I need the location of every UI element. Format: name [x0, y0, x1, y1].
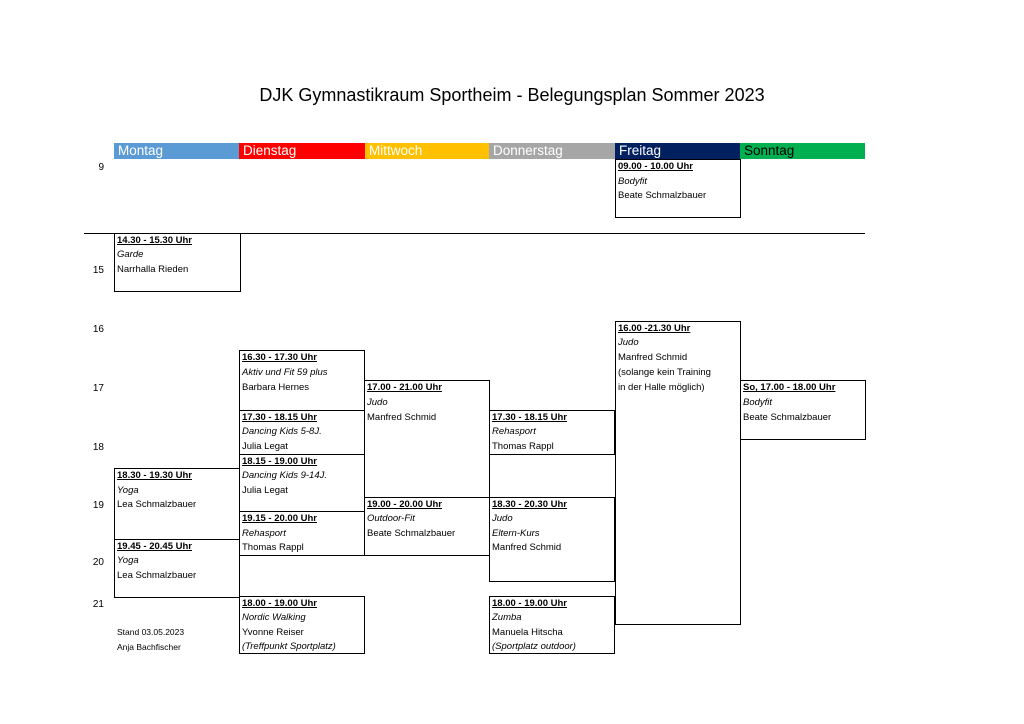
- hour-label-15: 15: [92, 265, 104, 276]
- booking-fr-bodyfit: [615, 159, 741, 218]
- trainer: Beate Schmalzbauer: [618, 190, 707, 201]
- booking-mo-garde: [114, 233, 241, 292]
- time: 17.30 - 18.15 Uhr: [492, 412, 567, 423]
- note: (Treffpunkt Sportplatz): [242, 641, 336, 652]
- trainer: Beate Schmalzbauer: [367, 528, 456, 539]
- trainer: Thomas Rappl: [242, 542, 304, 553]
- course: Bodyfit: [618, 176, 648, 187]
- booking-do-rehasport: [489, 410, 615, 455]
- trainer: Lea Schmalzbauer: [117, 499, 197, 510]
- time: 14.30 - 15.30 Uhr: [117, 235, 192, 246]
- time: So, 17.00 - 18.00 Uhr: [743, 382, 836, 393]
- trainer: Manfred Schmid: [618, 352, 688, 363]
- course: Dancing Kids 5-8J.: [242, 426, 322, 437]
- booking-do-zumba: [489, 596, 615, 654]
- course: Nordic Walking: [242, 612, 306, 623]
- trainer: Julia Legat: [242, 485, 288, 496]
- note: (solange kein Training: [618, 367, 711, 378]
- note: (Sportplatz outdoor): [492, 641, 576, 652]
- course: Outdoor-Fit: [367, 513, 415, 524]
- trainer: Manfred Schmid: [367, 412, 437, 423]
- hour-label-16: 16: [92, 324, 104, 335]
- time: 17.30 - 18.15 Uhr: [242, 412, 317, 423]
- day-header-dienstag: Dienstag: [239, 143, 365, 159]
- hour-label-19: 19: [92, 500, 104, 511]
- time: 19.00 - 20.00 Uhr: [367, 499, 442, 510]
- course: Rehasport: [242, 528, 286, 539]
- trainer: Narrhalla Rieden: [117, 264, 189, 275]
- time: 16.30 - 17.30 Uhr: [242, 352, 317, 363]
- day-header-mittwoch: Mittwoch: [365, 143, 489, 159]
- course: Dancing Kids 9-14J.: [242, 470, 328, 481]
- note: in der Halle möglich): [618, 382, 705, 393]
- time: 18.00 - 19.00 Uhr: [492, 598, 567, 609]
- booking-so-bodyfit: [740, 380, 866, 440]
- day-header-freitag: Freitag: [615, 143, 740, 159]
- course: Eltern-Kurs: [492, 528, 540, 539]
- course: Bodyfit: [743, 397, 773, 408]
- time: 19.45 - 20.45 Uhr: [117, 541, 192, 552]
- hour-label-17: 17: [92, 383, 104, 394]
- trainer: Julia Legat: [242, 441, 288, 452]
- section-divider: [84, 233, 865, 234]
- trainer: Beate Schmalzbauer: [743, 412, 832, 423]
- course: Judo: [367, 397, 388, 408]
- page-title: DJK Gymnastikraum Sportheim - Belegungsp…: [259, 85, 765, 105]
- footer-stand: Stand 03.05.2023: [117, 627, 185, 637]
- time: 18.00 - 19.00 Uhr: [242, 598, 317, 609]
- course: Yoga: [117, 555, 139, 566]
- booking-fr-judo: [615, 321, 741, 625]
- course: Judo: [618, 337, 639, 348]
- booking-mo-yoga-2: [114, 539, 240, 598]
- time: 19.15 - 20.00 Uhr: [242, 513, 317, 524]
- trainer: Lea Schmalzbauer: [117, 570, 197, 581]
- time: 18.30 - 19.30 Uhr: [117, 470, 192, 481]
- course: Garde: [117, 249, 144, 260]
- hour-label-9: 9: [98, 162, 104, 173]
- time: 09.00 - 10.00 Uhr: [618, 161, 693, 172]
- footer-author: Anja Bachfischer: [117, 642, 181, 652]
- day-header-montag: Montag: [114, 143, 239, 159]
- time: 16.00 -21.30 Uhr: [618, 323, 691, 334]
- trainer: Thomas Rappl: [492, 441, 554, 452]
- course: Rehasport: [492, 426, 536, 437]
- booking-do-judo: [489, 497, 615, 582]
- course: Aktiv und Fit 59 plus: [242, 367, 328, 378]
- day-header-donnerstag: Donnerstag: [489, 143, 615, 159]
- hour-label-20: 20: [92, 557, 104, 568]
- course: Yoga: [117, 485, 139, 496]
- course: Judo: [492, 513, 513, 524]
- course: Zumba: [492, 612, 522, 623]
- booking-di-rehasport: [239, 511, 365, 556]
- day-header-sonntag: Sonntag: [740, 143, 865, 159]
- trainer: Manuela Hitscha: [492, 627, 563, 638]
- trainer: Yvonne Reiser: [242, 627, 304, 638]
- hour-label-18: 18: [92, 442, 104, 453]
- time: 18.15 - 19.00 Uhr: [242, 456, 317, 467]
- trainer: Manfred Schmid: [492, 542, 562, 553]
- time: 17.00 - 21.00 Uhr: [367, 382, 442, 393]
- hour-label-21: 21: [92, 599, 104, 610]
- trainer: Barbara Hernes: [242, 382, 310, 393]
- time: 18.30 - 20.30 Uhr: [492, 499, 567, 510]
- booking-di-nordic-walking: [239, 596, 365, 654]
